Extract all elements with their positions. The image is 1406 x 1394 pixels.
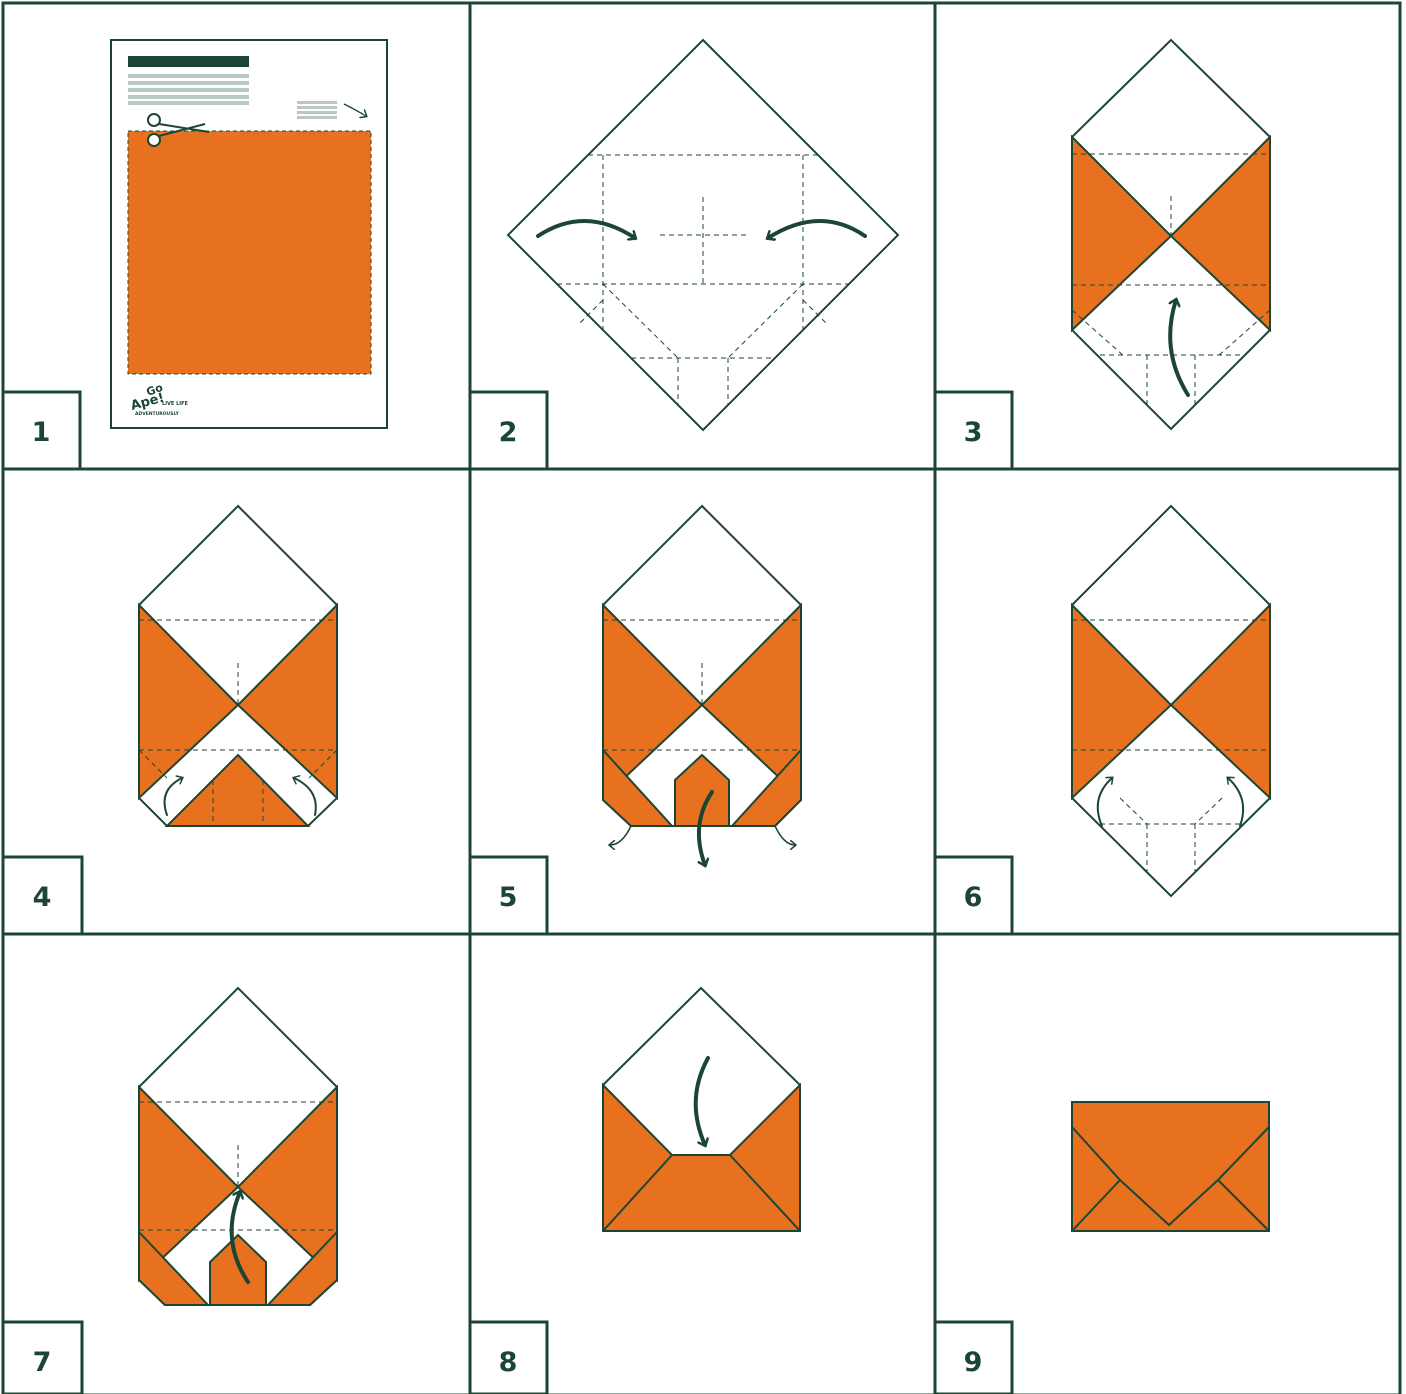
step-number-2: 2 bbox=[499, 417, 518, 448]
step-6-unfolded bbox=[1072, 506, 1270, 896]
step-badge-6: 6 bbox=[935, 857, 1012, 934]
step-badge-7: 7 bbox=[3, 1322, 82, 1394]
step-badge-2: 2 bbox=[470, 392, 547, 469]
step-number-1: 1 bbox=[32, 417, 51, 448]
step-number-3: 3 bbox=[964, 417, 983, 448]
step-9-finished-envelope bbox=[1072, 1102, 1269, 1231]
step-1-sheet: Go Ape! LIVE LIFE ADVENTUROUSLY bbox=[111, 40, 387, 428]
unfold-arrow-right bbox=[775, 826, 795, 845]
step-number-9: 9 bbox=[964, 1347, 983, 1378]
step-8-fold-flap bbox=[603, 988, 800, 1231]
step-number-5: 5 bbox=[499, 882, 518, 913]
step-number-8: 8 bbox=[499, 1347, 518, 1378]
sheet-heading-bar bbox=[128, 56, 249, 67]
step-badge-9: 9 bbox=[935, 1322, 1012, 1394]
step-number-4: 4 bbox=[33, 882, 52, 913]
cut-out-square bbox=[128, 131, 371, 374]
step-3-folded-sides bbox=[1072, 40, 1270, 429]
step-badge-8: 8 bbox=[470, 1322, 547, 1394]
step-badge-4: 4 bbox=[3, 857, 82, 934]
logo-tagline-2: ADVENTUROUSLY bbox=[135, 411, 180, 417]
step-badge-1: 1 bbox=[3, 392, 80, 469]
step-badge-5: 5 bbox=[470, 857, 547, 934]
step-number-6: 6 bbox=[964, 882, 983, 913]
step-badge-3: 3 bbox=[935, 392, 1012, 469]
step-7-fold-up bbox=[139, 988, 337, 1305]
step-5-tab-fold bbox=[603, 506, 801, 865]
step-number-7: 7 bbox=[33, 1347, 52, 1378]
unfold-arrow-left bbox=[610, 826, 631, 845]
step-2-diamond bbox=[508, 40, 898, 430]
step-4-bottom-point bbox=[139, 506, 337, 826]
logo-tagline-1: LIVE LIFE bbox=[162, 401, 189, 407]
